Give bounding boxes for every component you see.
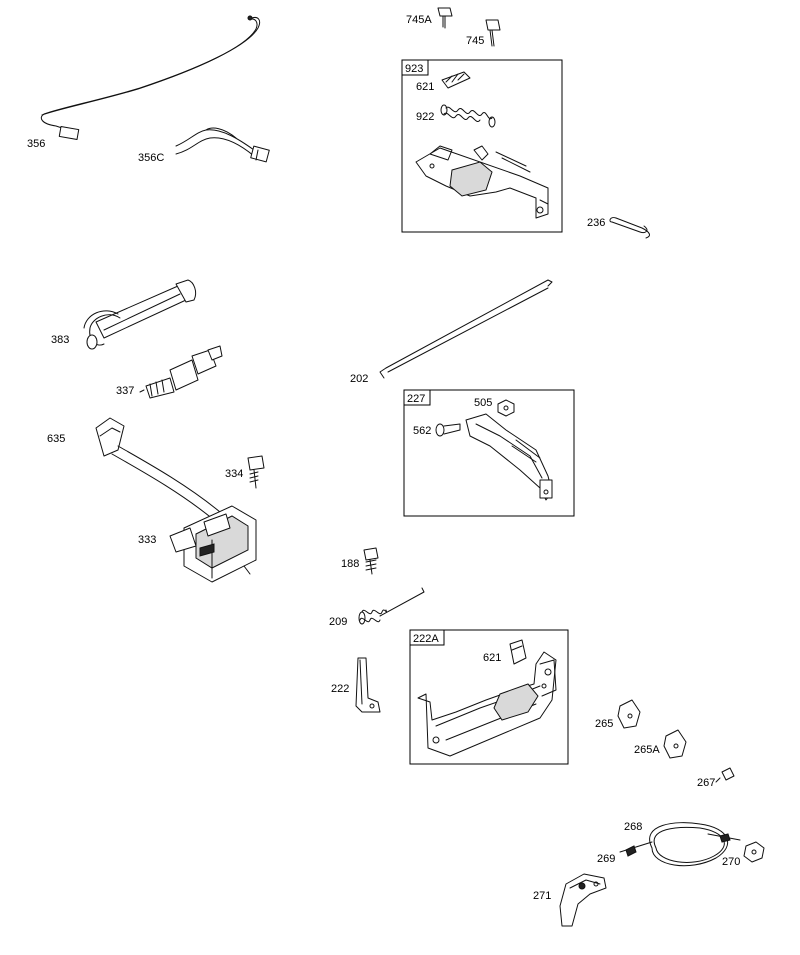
label-265A: 265A	[634, 744, 660, 756]
box-222A-control-bracket	[409, 629, 569, 765]
part-270-nut	[743, 841, 765, 863]
label-box-227: 227	[407, 393, 425, 405]
label-621-box222A: 621	[483, 652, 501, 664]
part-271-lever	[559, 873, 607, 927]
part-333-armature	[169, 505, 257, 583]
label-222: 222	[331, 683, 349, 695]
label-202: 202	[350, 373, 368, 385]
part-383-tool-handle	[83, 279, 197, 350]
label-505: 505	[474, 397, 492, 409]
label-922: 922	[416, 111, 434, 123]
label-745A: 745A	[406, 14, 432, 26]
part-745A-bolt	[437, 7, 453, 29]
label-268: 268	[624, 821, 642, 833]
part-236-link	[609, 217, 650, 239]
label-265: 265	[595, 718, 613, 730]
part-202-rod	[379, 279, 553, 379]
part-267-screw	[715, 767, 735, 783]
part-209-governor-spring	[358, 587, 425, 625]
part-635-ignition-lead	[95, 417, 221, 521]
label-209: 209	[329, 616, 347, 628]
part-222-bracket	[355, 657, 381, 713]
part-labels: 356 356C 383 337 635 334 333 745A 745 92…	[27, 14, 740, 902]
label-745: 745	[466, 35, 484, 47]
box-923-governor-assembly	[401, 59, 563, 233]
label-188: 188	[341, 558, 359, 570]
label-383: 383	[51, 334, 69, 346]
part-265-plate	[617, 699, 641, 729]
part-265A-plate	[663, 729, 687, 759]
part-188-screw	[363, 547, 379, 575]
label-334: 334	[225, 468, 243, 480]
part-268-throttle-cable	[619, 822, 741, 867]
label-333: 333	[138, 534, 156, 546]
label-267: 267	[697, 777, 715, 789]
label-356C: 356C	[138, 152, 164, 164]
label-621-box923: 621	[416, 81, 434, 93]
label-337: 337	[116, 385, 134, 397]
label-box-222A: 222A	[413, 633, 439, 645]
label-356: 356	[27, 138, 45, 150]
part-337-spark-plug	[139, 345, 223, 399]
label-271: 271	[533, 890, 551, 902]
label-562: 562	[413, 425, 431, 437]
part-356-wire-harness	[40, 15, 261, 140]
label-236: 236	[587, 217, 605, 229]
box-227-control-lever	[403, 389, 575, 517]
label-270: 270	[722, 856, 740, 868]
label-box-923: 923	[405, 63, 423, 75]
label-635: 635	[47, 433, 65, 445]
part-334-screw	[247, 455, 265, 489]
part-356C-connector-leads	[175, 127, 270, 163]
part-745-bolt	[485, 19, 501, 47]
label-269: 269	[597, 853, 615, 865]
